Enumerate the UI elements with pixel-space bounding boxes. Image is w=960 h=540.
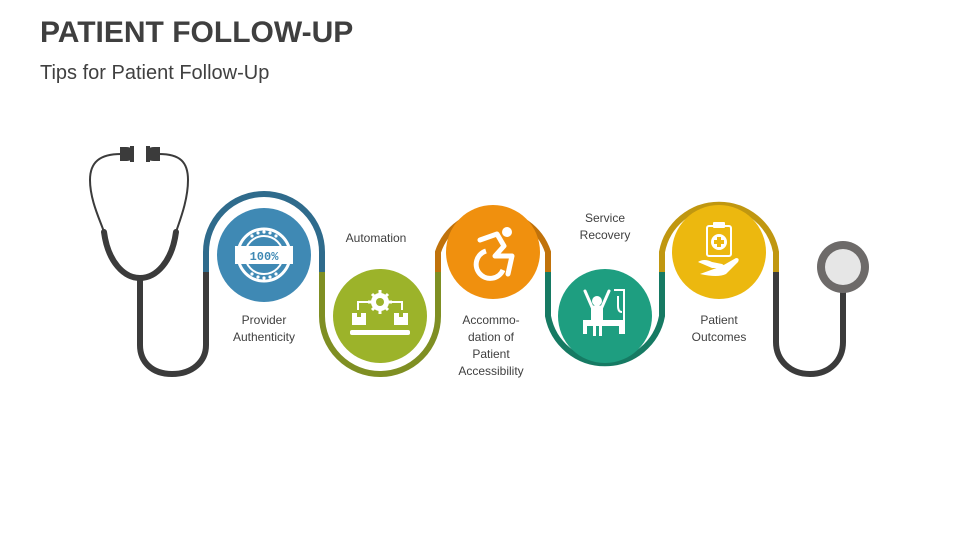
patient-recovery-bed-iv-icon — [583, 289, 625, 336]
stethoscope-headset-icon — [88, 153, 209, 378]
medical-clipboard-care-hand-icon — [698, 222, 739, 276]
step-circle-4 — [558, 269, 652, 363]
tube-segment-1 — [203, 191, 325, 272]
step-label-service-recovery: Service Recovery — [579, 211, 631, 242]
step-label-patient-outcomes: Patient Outcomes — [691, 313, 747, 344]
stethoscope-chestpiece-icon — [817, 241, 869, 293]
step-label-provider-authenticity: Provider Authenticity — [232, 313, 296, 344]
tube-segment-2 — [319, 272, 441, 377]
page-subtitle: Tips for Patient Follow-Up — [40, 62, 270, 84]
wheelchair-accessibility-icon — [473, 227, 515, 281]
automation-gear-conveyor-icon — [350, 290, 410, 335]
step-label-automation: Automation — [345, 231, 407, 245]
tube-segment-5 — [659, 201, 779, 272]
step-circle-3 — [446, 205, 540, 299]
step-label-accommodation-of-patient-accessibility: Accommo- dation of Patient Accessibility — [458, 313, 524, 378]
tube-tail — [773, 272, 846, 378]
step-circle-2 — [333, 269, 427, 363]
certified-100-percent-badge-icon: 100% — [235, 227, 293, 283]
page-title: PATIENT FOLLOW-UP — [40, 16, 354, 49]
step-circle-5 — [672, 205, 766, 299]
svg-text:100%: 100% — [250, 250, 280, 264]
earpiece-right-icon — [146, 146, 160, 162]
tube-segment-4 — [545, 272, 665, 367]
earpiece-left-icon — [120, 146, 134, 162]
